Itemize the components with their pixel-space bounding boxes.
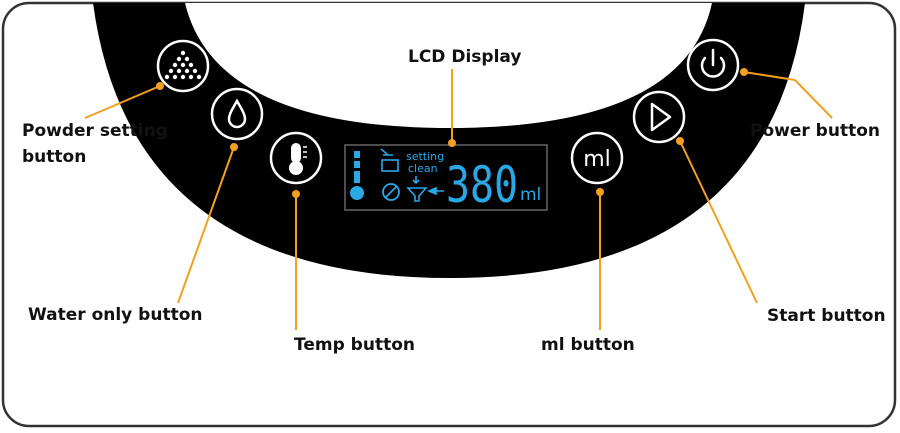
powder-setting-button[interactable]: [156, 39, 210, 93]
power-button-label: Power button: [750, 121, 880, 141]
temp-button-label: Temp button: [294, 335, 415, 355]
powder-leader-line: [84, 85, 161, 119]
power-icon: [700, 48, 726, 78]
start-leader-line: [679, 140, 758, 304]
lcd-arrow-icon: [426, 186, 444, 196]
start-button[interactable]: [632, 90, 686, 144]
lcd-clean-text: clean: [408, 162, 438, 175]
powder-dots-icon: [164, 50, 202, 80]
lcd-display: setting clean 380 ml: [344, 144, 548, 214]
lcd-unit-text: ml: [520, 185, 541, 205]
powder-label-line1: Powder setting: [22, 121, 168, 141]
water-leader-line: [177, 146, 235, 304]
ml-button-label: ml button: [541, 335, 635, 355]
water-drop-icon: [227, 98, 247, 129]
ml-icon: ml: [583, 147, 611, 172]
lcd-funnel-icon: [406, 176, 428, 202]
powder-setting-button-label: Powder setting button: [22, 118, 168, 171]
lcd-thermometer-icon: [350, 151, 364, 200]
lcd-volume-readout: 380: [446, 156, 518, 214]
play-icon: [650, 102, 672, 132]
power-leader-line: [743, 71, 796, 81]
power-button[interactable]: [686, 38, 740, 92]
thermometer-icon: [289, 143, 307, 175]
water-only-button[interactable]: [210, 87, 264, 141]
powder-label-line2: button: [22, 147, 87, 168]
panel-inner-arc: [185, 3, 712, 128]
water-only-button-label: Water only button: [28, 305, 203, 325]
ml-button[interactable]: ml: [570, 131, 624, 185]
lcd-display-label: LCD Display: [408, 47, 522, 67]
lcd-powder-scoop-icon: [380, 148, 399, 172]
leader-lines: [84, 68, 833, 330]
lcd-no-powder-icon: [382, 183, 400, 201]
temp-button[interactable]: [269, 131, 323, 185]
lcd-setting-text: setting: [406, 150, 444, 163]
start-button-label: Start button: [767, 306, 886, 326]
